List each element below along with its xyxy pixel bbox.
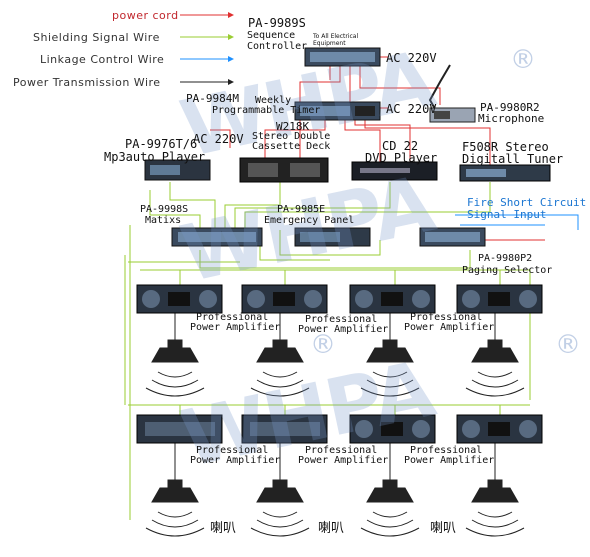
speaker-icon-1	[145, 339, 205, 397]
watermark-registered-icon: ®	[510, 45, 536, 75]
timer-name-1: Weekly	[255, 95, 292, 106]
amp-label-7b: Power Amplifier	[404, 455, 495, 466]
emergency-panel-device	[294, 227, 371, 247]
timer-model: PA-9984M	[186, 92, 239, 105]
paging-selector-device	[419, 227, 486, 247]
mp3-ac: AC 220V	[193, 132, 244, 146]
mic-model: PA-9980R2	[480, 101, 540, 114]
amp-label-5a: Professional	[196, 445, 269, 456]
cassette-name-1: Stereo Double	[252, 131, 331, 142]
speaker-row-1	[145, 339, 525, 397]
sequence-port-1: To All Electrical	[313, 33, 359, 40]
amp-label-1a: Professional	[196, 312, 269, 323]
tuner-device	[459, 164, 551, 182]
legend-linkage: Linkage Control Wire	[40, 53, 165, 66]
speaker-icon-7	[360, 479, 420, 537]
fire-input-label-1: Fire Short Circuit	[467, 196, 587, 209]
speaker-row-2	[145, 479, 525, 537]
amp-label-7a: Professional	[410, 445, 483, 456]
amplifier-3	[349, 284, 436, 314]
shielding-wires	[124, 182, 531, 520]
mp3-model: PA-9976T/6	[125, 137, 198, 151]
speaker-label-3: 喇叭	[430, 521, 457, 536]
cassette-model: W218K	[276, 120, 310, 133]
speaker-icon-2	[250, 339, 310, 397]
amplifier-5	[136, 414, 223, 444]
amplifier-4	[456, 284, 543, 314]
microphone-device	[428, 64, 476, 123]
speaker-icon-5	[145, 479, 205, 537]
tuner-model: F508R Stereo	[462, 140, 549, 154]
sequence-port-2: Equipment	[313, 40, 346, 47]
speaker-icon-4	[465, 339, 525, 397]
paging-name: Paging Selector	[462, 265, 553, 276]
amp-label-6a: Professional	[305, 445, 378, 456]
watermark-registered-icon: ®	[310, 330, 336, 360]
speaker-icon-3	[360, 339, 420, 397]
emergency-name: Emergency Panel	[264, 215, 355, 226]
amplifier-8	[456, 414, 543, 444]
amplifier-6	[241, 414, 328, 444]
amp-label-3b: Power Amplifier	[404, 322, 495, 333]
amp-label-5b: Power Amplifier	[190, 455, 281, 466]
transmission-wires	[174, 310, 496, 480]
amp-label-2b: Power Amplifier	[298, 324, 389, 335]
ac-label-2: AC 220V	[386, 102, 437, 116]
matrix-model: PA-9998S	[140, 204, 189, 215]
sequence-model: PA-9989S	[248, 16, 306, 30]
cassette-deck-device	[239, 157, 329, 183]
speaker-label-2: 喇叭	[318, 521, 345, 536]
fire-input-label-2: Signal Input	[467, 208, 547, 221]
amp-label-2a: Professional	[305, 314, 378, 325]
amplifier-7	[349, 414, 436, 444]
speaker-icon-8	[465, 479, 525, 537]
sequence-controller-device	[304, 47, 381, 67]
matrix-device	[171, 227, 263, 247]
emergency-model: PA-9985E	[277, 204, 326, 215]
ac-label-1: AC 220V	[386, 51, 437, 65]
mp3-player-device	[144, 159, 211, 181]
legend-lines	[180, 12, 234, 85]
timer-device	[294, 101, 381, 121]
paging-model: PA-9980P2	[478, 253, 533, 264]
amp-label-6b: Power Amplifier	[298, 455, 389, 466]
mp3-name: Mp3auto Player	[104, 150, 206, 164]
amp-label-1b: Power Amplifier	[190, 322, 281, 333]
amplifier-row-1	[136, 284, 543, 314]
watermark-registered-icon: ®	[555, 330, 581, 360]
dvd-name: DVD Player	[365, 151, 438, 165]
sequence-name-2: Controller	[247, 41, 308, 52]
legend-transmission: Power Transmission Wire	[13, 76, 161, 89]
legend-shielding: Shielding Signal Wire	[33, 31, 160, 44]
amp-label-3a: Professional	[410, 312, 483, 323]
dvd-player-device	[351, 161, 438, 181]
amplifier-1	[136, 284, 223, 314]
speaker-label-1: 喇叭	[210, 521, 237, 536]
timer-name-2: Programmable Timer	[212, 105, 321, 116]
dvd-model: CD 22	[382, 139, 419, 153]
amplifier-row-2	[136, 414, 543, 444]
cassette-name-2: Cassette Deck	[252, 141, 331, 152]
amplifier-2	[241, 284, 328, 314]
legend-power-cord: power cord	[112, 9, 179, 22]
matrix-name: Matixs	[145, 215, 182, 226]
tuner-name: Digitall Tuner	[462, 152, 564, 166]
sequence-name-1: Sequence	[247, 30, 296, 41]
speaker-icon-6	[250, 479, 310, 537]
mic-name: Microphone	[478, 112, 545, 125]
